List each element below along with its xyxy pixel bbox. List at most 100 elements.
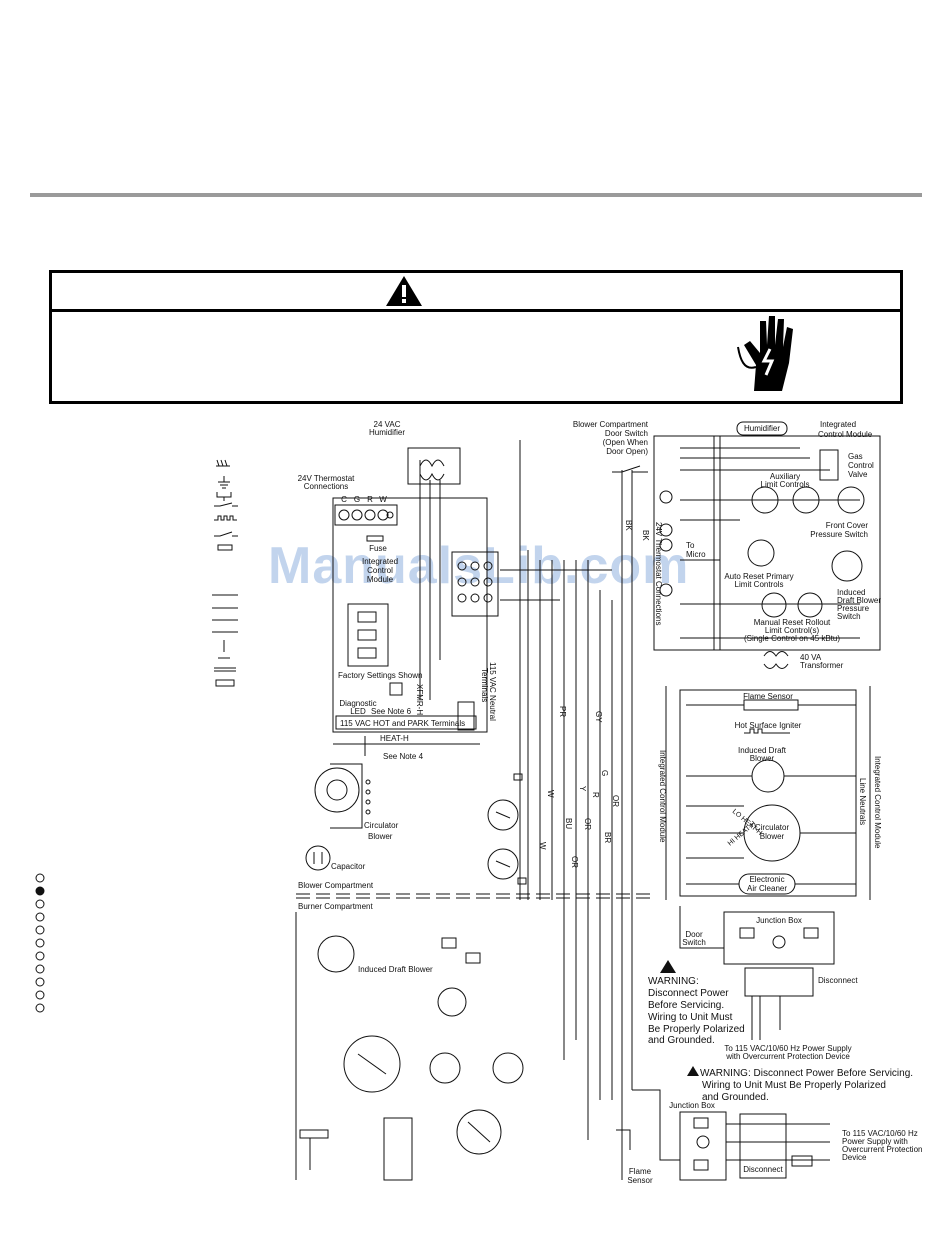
warn-r-5: Be Properly Polarized — [648, 1024, 745, 1035]
label-micro: Micro — [686, 550, 706, 559]
terminal-r: R — [367, 495, 373, 504]
label-induced: Induced — [837, 588, 865, 597]
warn-b-1: WARNING: Disconnect Power Before Servici… — [700, 1068, 913, 1079]
warn-b-2: Wiring to Unit Must Be Properly Polarize… — [702, 1080, 886, 1091]
legend-gears — [35, 873, 45, 1013]
wire-w-2: W — [538, 842, 547, 850]
label-supply-b-1: To 115 VAC/10/60 Hz — [842, 1129, 918, 1138]
label-auto-reset-limit: Limit Controls — [735, 580, 784, 589]
terminal-w: W — [379, 495, 387, 504]
terminal-c: C — [341, 495, 347, 504]
label-supply-b-3: Overcurrent Protection — [842, 1145, 922, 1154]
label-icm-vertical-right: Integrated Control Module — [873, 756, 882, 849]
label-icm-top-2: Control Module — [818, 430, 873, 439]
label-icm-1: Integrated — [362, 557, 398, 566]
wire-or: OR — [611, 795, 620, 807]
label-humidifier: Humidifier — [369, 428, 405, 437]
label-icm-3: Module — [367, 575, 394, 584]
label-blower-r: Blower — [760, 832, 785, 841]
label-disconnect-b: Disconnect — [743, 1165, 783, 1174]
front-cover-ps — [837, 486, 865, 514]
disconnect-b — [739, 1113, 787, 1179]
label-switch: Switch — [837, 612, 861, 621]
legend-symbols — [212, 459, 238, 687]
circulator-blower — [314, 767, 360, 813]
auto-reset-limit — [747, 539, 775, 567]
flame-sensor-box — [743, 699, 799, 711]
warn-r-1: WARNING: — [648, 976, 699, 987]
warning-banner — [49, 270, 903, 404]
label-thermostat-1: 24V Thermostat — [298, 474, 356, 483]
rollout-limit-1 — [429, 1052, 461, 1084]
warn-r-6: and Grounded. — [648, 1035, 715, 1046]
burner-assembly — [383, 1117, 413, 1181]
wire-r: R — [591, 792, 600, 798]
label-transformer: Transformer — [800, 661, 844, 670]
label-junction-box: Junction Box — [756, 916, 802, 925]
label-factory-settings: Factory Settings Shown — [338, 671, 422, 680]
label-blower: Blower — [368, 832, 393, 841]
label-supply-b-4: Device — [842, 1153, 867, 1162]
induced-draft-blower-r — [751, 759, 785, 793]
label-door-switch-2: Door Switch — [605, 429, 648, 438]
junction-box-b — [679, 1111, 727, 1181]
label-xfmr-h: XFMR-H — [415, 684, 424, 715]
label-sensor: Sensor — [627, 1176, 653, 1185]
label-limit-controls: Limit Controls — [761, 480, 810, 489]
humidifier-transformer — [407, 447, 461, 485]
label-heat-h: HEAT-H — [380, 734, 409, 743]
rollout-limit-r2 — [797, 592, 823, 618]
label-pressure-switch: Pressure Switch — [810, 530, 868, 539]
label-hi-heat: HI HEAT-H — [727, 820, 758, 847]
label-see-note-6: See Note 6 — [371, 707, 412, 716]
label-see-note-4: See Note 4 — [383, 752, 424, 761]
junction-box-r — [723, 911, 835, 965]
label-line-neutrals: Line Neutrals — [858, 778, 867, 825]
label-auto-reset: Auto Reset Primary — [724, 572, 793, 581]
humidifier-box — [736, 421, 788, 436]
label-neutral-1: 115 VAC Neutral — [488, 662, 497, 721]
label-icm-vertical-left: Integrated Control Module — [658, 750, 667, 843]
warning-triangle-icon — [386, 276, 422, 306]
label-thermostat-2: Connections — [304, 482, 348, 491]
label-door-switch: Switch — [682, 938, 706, 947]
label-fuse: Fuse — [369, 544, 387, 553]
label-single-control: (Single Control on 45 kBtu) — [744, 634, 840, 643]
diagnostic-led — [389, 682, 403, 696]
label-door-switch-3: (Open When — [603, 438, 648, 447]
wire-gy: GY — [594, 711, 603, 723]
induced-draft-ps — [831, 550, 863, 582]
label-auxiliary: Auxiliary — [770, 472, 800, 481]
aux-limit-1 — [751, 486, 779, 514]
terminal-g: G — [354, 495, 360, 504]
label-manual-reset: Manual Reset Rollout — [754, 618, 831, 627]
label-valve: Valve — [848, 470, 868, 479]
wire-g: G — [600, 770, 609, 776]
gas-valve — [343, 1035, 401, 1093]
label-air-cleaner: Air Cleaner — [747, 884, 787, 893]
warning-text-right: WARNING: Disconnect Power Before Servici… — [648, 960, 745, 1046]
label-24vac: 24 VAC — [374, 420, 401, 429]
wire-bk-2: BK — [641, 530, 650, 541]
label-to: To — [686, 541, 695, 550]
header-rule — [30, 193, 922, 197]
label-circulator-r: Circulator — [755, 823, 790, 832]
label-flame-sensor: Flame Sensor — [743, 692, 793, 701]
label-induced-draft-blower: Induced Draft Blower — [358, 965, 433, 974]
label-icm-2: Control — [367, 566, 393, 575]
induced-draft-blower — [317, 935, 355, 973]
rollout-limit-2 — [492, 1052, 524, 1084]
label-junction-box-b: Junction Box — [669, 1101, 715, 1110]
wire-w: W — [546, 790, 555, 798]
label-supply-b-2: Power Supply with — [842, 1137, 908, 1146]
warn-r-4: Wiring to Unit Must — [648, 1012, 733, 1023]
limit-switch-2 — [487, 848, 519, 880]
capacitor — [305, 845, 331, 871]
pressure-switch — [437, 987, 467, 1017]
warn-r-2: Disconnect Power — [648, 988, 729, 999]
wire-or-3: OR — [570, 856, 579, 868]
wire-y: Y — [578, 786, 587, 792]
label-door: Door — [685, 930, 703, 939]
label-induced-draft: Induced Draft — [738, 746, 787, 755]
